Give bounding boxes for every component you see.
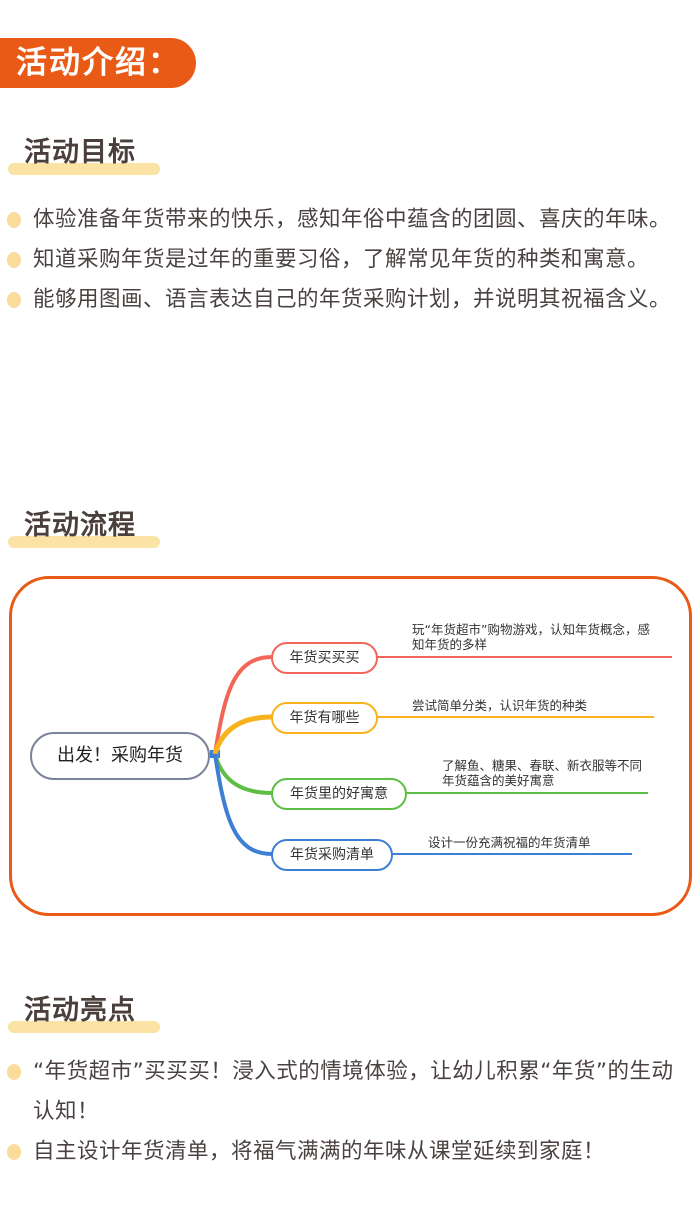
list-item: 知道采购年货是过年的重要习俗，了解常见年货的种类和寓意。 bbox=[0, 240, 700, 280]
list-item-text: 能够用图画、语言表达自己的年货采购计划，并说明其祝福含义。 bbox=[33, 287, 672, 312]
list-item: 体验准备年货带来的快乐，感知年俗中蕴含的团圆、喜庆的年味。 bbox=[0, 200, 700, 240]
section-title-text: 活动目标 bbox=[24, 137, 136, 168]
mindmap-node-2: 年货有哪些 bbox=[271, 702, 378, 734]
mindmap-node-3: 年货里的好寓意 bbox=[271, 778, 407, 810]
mindmap-desc-2: 尝试简单分类，认识年货的种类 bbox=[412, 698, 588, 713]
bullet-dot-icon bbox=[7, 292, 21, 308]
bullet-dot-icon bbox=[7, 212, 21, 228]
mindmap-frame bbox=[9, 576, 692, 916]
mindmap-root-node: 出发！采购年货 bbox=[30, 732, 210, 780]
title-highlight bbox=[8, 163, 160, 175]
list-item: “年货超市”买买买！浸入式的情境体验，让幼儿积累“年货”的生动认知！ bbox=[0, 1052, 700, 1132]
mindmap-desc-4: 设计一份充满祝福的年货清单 bbox=[428, 835, 591, 850]
bullet-dot-icon bbox=[7, 252, 21, 268]
intro-tag: 活动介绍： bbox=[0, 38, 196, 88]
list-item: 自主设计年货清单，将福气满满的年味从课堂延续到家庭！ bbox=[0, 1132, 700, 1172]
list-item-text: 知道采购年货是过年的重要习俗，了解常见年货的种类和寓意。 bbox=[33, 247, 650, 272]
bullet-dot-icon bbox=[7, 1144, 21, 1160]
mindmap-desc-3: 了解鱼、糖果、春联、新衣服等不同年货蕴含的美好寓意 bbox=[442, 758, 643, 788]
title-highlight bbox=[8, 1021, 160, 1033]
section-title-text: 活动亮点 bbox=[24, 995, 136, 1026]
mindmap-node-4: 年货采购清单 bbox=[271, 839, 393, 871]
list-item-text: 自主设计年货清单，将福气满满的年味从课堂延续到家庭！ bbox=[33, 1139, 606, 1164]
list-item: 能够用图画、语言表达自己的年货采购计划，并说明其祝福含义。 bbox=[0, 280, 700, 320]
list-item-text: 体验准备年货带来的快乐，感知年俗中蕴含的团圆、喜庆的年味。 bbox=[33, 207, 672, 232]
section-title-highlights: 活动亮点 bbox=[8, 991, 160, 1035]
highlights-list: “年货超市”买买买！浸入式的情境体验，让幼儿积累“年货”的生动认知！ 自主设计年… bbox=[0, 1052, 700, 1172]
bullet-dot-icon bbox=[7, 1064, 21, 1080]
mindmap-node-1: 年货买买买 bbox=[271, 642, 378, 674]
section-title-goals: 活动目标 bbox=[8, 133, 160, 177]
mindmap-desc-1: 玩“年货超市”购物游戏，认知年货概念，感知年货的多样 bbox=[412, 622, 650, 652]
section-title-text: 活动流程 bbox=[24, 510, 136, 541]
goals-list: 体验准备年货带来的快乐，感知年俗中蕴含的团圆、喜庆的年味。 知道采购年货是过年的… bbox=[0, 200, 700, 320]
list-item-text: “年货超市”买买买！浸入式的情境体验，让幼儿积累“年货”的生动认知！ bbox=[33, 1059, 674, 1124]
title-highlight bbox=[8, 536, 160, 548]
section-title-flow: 活动流程 bbox=[8, 506, 160, 550]
